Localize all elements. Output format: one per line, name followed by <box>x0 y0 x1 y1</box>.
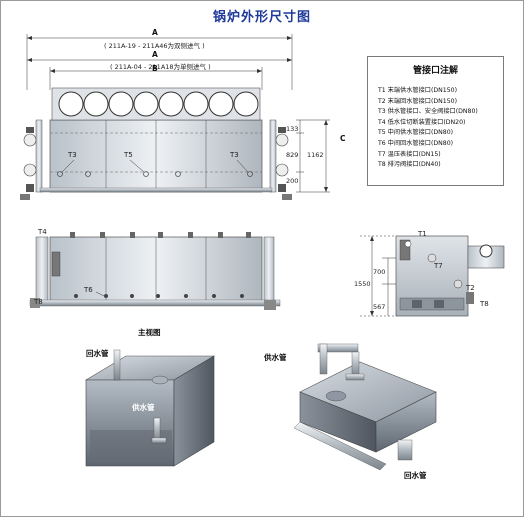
legend-item: T2 末端回水管接口(DN150) <box>378 97 458 105</box>
dim-b-label: B <box>152 64 158 73</box>
iso-right-view <box>293 343 437 471</box>
dim-1550: 1550 <box>354 280 371 288</box>
main-view <box>29 232 281 310</box>
legend-item: T4 低水位切断装置接口(DN20) <box>378 118 466 126</box>
label-t8-main: T8 <box>34 298 43 306</box>
legend-item: T1 末端供水管接口(DN150) <box>378 87 458 94</box>
label-t3-left: T3 <box>68 151 77 159</box>
label-t5: T5 <box>124 151 133 159</box>
dim-a-note-1: ( 211A-19 - 211A46为双侧进气 ) <box>104 42 205 50</box>
label-t6: T6 <box>84 286 93 294</box>
iso-right-supply-pipe: 供水管 <box>264 353 287 362</box>
legend-item: T3 供水管接口、安全阀接口(DN80) <box>378 108 478 116</box>
label-t3-right: T3 <box>230 151 239 159</box>
front-view <box>20 34 330 200</box>
dim-829: 829 <box>286 151 299 159</box>
dim-a-label-1: A <box>152 28 158 37</box>
legend-item: T7 温压表接口(DN15) <box>378 150 441 158</box>
main-view-caption: 主视图 <box>138 328 161 337</box>
page-title: 锅炉外形尺寸图 <box>212 10 311 25</box>
iso-left-view <box>84 349 216 467</box>
dim-567: 567 <box>373 303 386 311</box>
legend-item: T6 中间回水管接口(DN80) <box>378 139 454 147</box>
iso-right-return-pipe: 回水管 <box>404 471 427 480</box>
legend-title: 管接口注解 <box>412 66 458 76</box>
legend-item: T5 中间供水管接口(DN80) <box>378 129 454 137</box>
iso-left-supply-pipe: 供水管 <box>132 403 155 412</box>
iso-left-return-pipe: 回水管 <box>86 349 109 358</box>
legend-box: 管接口注解 T1 末端供水管接口(DN150) T2 末端回水管接口(DN150… <box>367 56 504 186</box>
dim-700: 700 <box>373 268 386 276</box>
dim-200: 200 <box>286 177 299 185</box>
label-t2: T2 <box>466 284 475 292</box>
label-t4: T4 <box>38 228 47 236</box>
legend-item: T8 排污阀接口(DN40) <box>378 161 441 169</box>
label-t8-side: T8 <box>480 300 489 308</box>
label-t1: T1 <box>418 230 427 238</box>
side-view <box>360 235 505 317</box>
dim-a-note-2: ( 211A-04 - 211A18为单侧进气 ) <box>110 63 211 71</box>
flue-openings <box>58 91 259 117</box>
dim-133: 133 <box>286 125 299 133</box>
dim-c-label: C <box>340 134 346 143</box>
label-t7: T7 <box>434 262 443 270</box>
dim-1162: 1162 <box>307 151 324 159</box>
dim-a-label-2: A <box>152 50 158 59</box>
